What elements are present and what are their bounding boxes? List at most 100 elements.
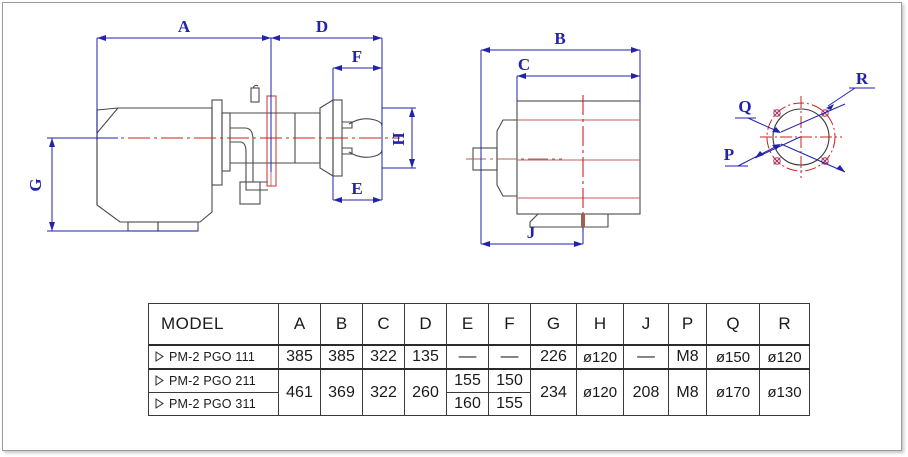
dimension-A (96, 35, 272, 172)
dim-label-F: F (352, 47, 362, 66)
specification-table-wrapper: MODEL A B C D E F G H J P Q R (148, 303, 810, 416)
dim-label-J: J (527, 223, 536, 242)
dimension-E (332, 100, 383, 203)
dim-G-arrow-top (49, 138, 55, 147)
dim-H-arrow-bottom (409, 159, 415, 168)
dimension-D (271, 35, 383, 100)
cell-r-111: ø120 (759, 344, 810, 370)
column-header-f: F (488, 303, 531, 346)
dim-label-H: H (389, 132, 408, 145)
bullet-triangle-icon (155, 375, 164, 386)
dim-D-arrow-left (271, 35, 280, 41)
housing-top-chamfer (96, 107, 119, 134)
cell-q-merged: ø170 (706, 368, 760, 416)
model-label: PM-2 PGO 111 (169, 350, 255, 364)
dim-label-R: R (856, 69, 869, 88)
cell-p-111: M8 (668, 344, 707, 370)
dim-B-arrow-right (631, 47, 640, 53)
head-hub-lower (342, 147, 353, 155)
bolt-hole-upper-left (773, 109, 781, 117)
front-body-rect (516, 100, 641, 215)
flange-diagonal-rays (754, 103, 846, 173)
cell-e-111: –– (446, 344, 489, 370)
column-header-h: H (576, 303, 624, 346)
leader-Q-arrow (772, 127, 781, 133)
dim-C-arrow-left (517, 73, 526, 79)
column-header-q: Q (706, 303, 760, 346)
flame-retainer-vane-lower (348, 149, 383, 158)
head-hub-upper (342, 121, 353, 129)
column-header-c: C (362, 303, 405, 346)
ray-lower-right (780, 143, 846, 173)
dim-F-arrow-right (373, 65, 382, 71)
column-header-e: E (446, 303, 489, 346)
dimension-C (516, 73, 640, 101)
elbow-outer (230, 141, 268, 191)
leader-R-line (827, 87, 856, 107)
leader-P-arrow (772, 144, 781, 150)
flame-retainer-vane-upper (348, 118, 383, 127)
dim-E-arrow-right (373, 197, 382, 203)
dim-F-arrow-left (333, 65, 342, 71)
dim-D-arrow-right (373, 35, 382, 41)
cell-f-111: –– (488, 344, 531, 370)
column-header-a: A (278, 303, 321, 346)
cell-f-311: 155 (488, 392, 531, 416)
cell-h-merged: ø120 (576, 368, 624, 416)
table-row[interactable]: PM-2 PGO 211 461 369 322 260 155 150 234… (148, 368, 810, 416)
burner-housing-outline (96, 107, 213, 232)
column-header-b: B (320, 303, 363, 346)
housing-foot-right (157, 221, 199, 232)
model-label: PM-2 PGO 311 (169, 397, 256, 411)
column-header-j: J (623, 303, 669, 346)
cell-c-merged: 322 (362, 368, 405, 416)
dimension-H (382, 107, 416, 169)
bullet-triangle-icon (155, 351, 164, 362)
flange-plate (211, 99, 223, 186)
elbow-stub-flange (239, 181, 261, 205)
table-row[interactable]: PM-2 PGO 111 385 385 322 135 –– –– 226 ø… (148, 344, 810, 370)
column-header-g: G (530, 303, 577, 346)
front-rear-cowl (496, 119, 517, 197)
ignition-boss (250, 87, 260, 103)
cell-g-111: 226 (530, 344, 577, 370)
model-name-cell-311[interactable]: PM-2 PGO 311 (148, 392, 279, 416)
leader-R (826, 87, 875, 110)
cell-d-111: 135 (404, 344, 447, 370)
leader-Q (735, 117, 781, 133)
dimension-F (332, 65, 382, 100)
column-header-p: P (668, 303, 707, 346)
front-elevation-view: B C J (466, 29, 641, 247)
dim-G-arrow-bottom (49, 222, 55, 231)
ignition-lead (252, 84, 259, 89)
dim-C-arrow-right (631, 73, 640, 79)
elbow-inner (230, 127, 268, 183)
dim-label-G: G (26, 178, 45, 191)
dim-H-arrow-top (409, 108, 415, 117)
cell-h-111: ø120 (576, 344, 624, 370)
table-header-row: MODEL A B C D E F G H J P Q R (148, 303, 810, 346)
cell-a-111: 385 (278, 344, 321, 370)
flange-boss (221, 112, 231, 172)
cell-r-merged: ø130 (759, 368, 810, 416)
front-base-foot (529, 213, 609, 228)
table-row[interactable]: PM-2 PGO 311 160 155 (148, 392, 810, 416)
cell-f-211: 150 (488, 368, 531, 393)
dimension-G (47, 137, 198, 232)
housing-body-profile (96, 107, 213, 223)
gas-inlet-elbow (230, 84, 268, 205)
dim-label-C: C (518, 55, 530, 74)
side-elevation-view: A D F (26, 17, 416, 232)
bolt-hole-lower-right (821, 157, 829, 165)
cell-j-111: –– (623, 344, 669, 370)
dim-A-arrow-right (262, 35, 271, 41)
cell-b-111: 385 (320, 344, 363, 370)
model-name-cell-211[interactable]: PM-2 PGO 211 (148, 368, 279, 393)
cell-b-merged: 369 (320, 368, 363, 416)
cell-d-merged: 260 (404, 368, 447, 416)
dim-label-D: D (316, 17, 328, 36)
model-name-cell-111[interactable]: PM-2 PGO 111 (148, 344, 279, 370)
dim-label-Q: Q (738, 97, 751, 116)
